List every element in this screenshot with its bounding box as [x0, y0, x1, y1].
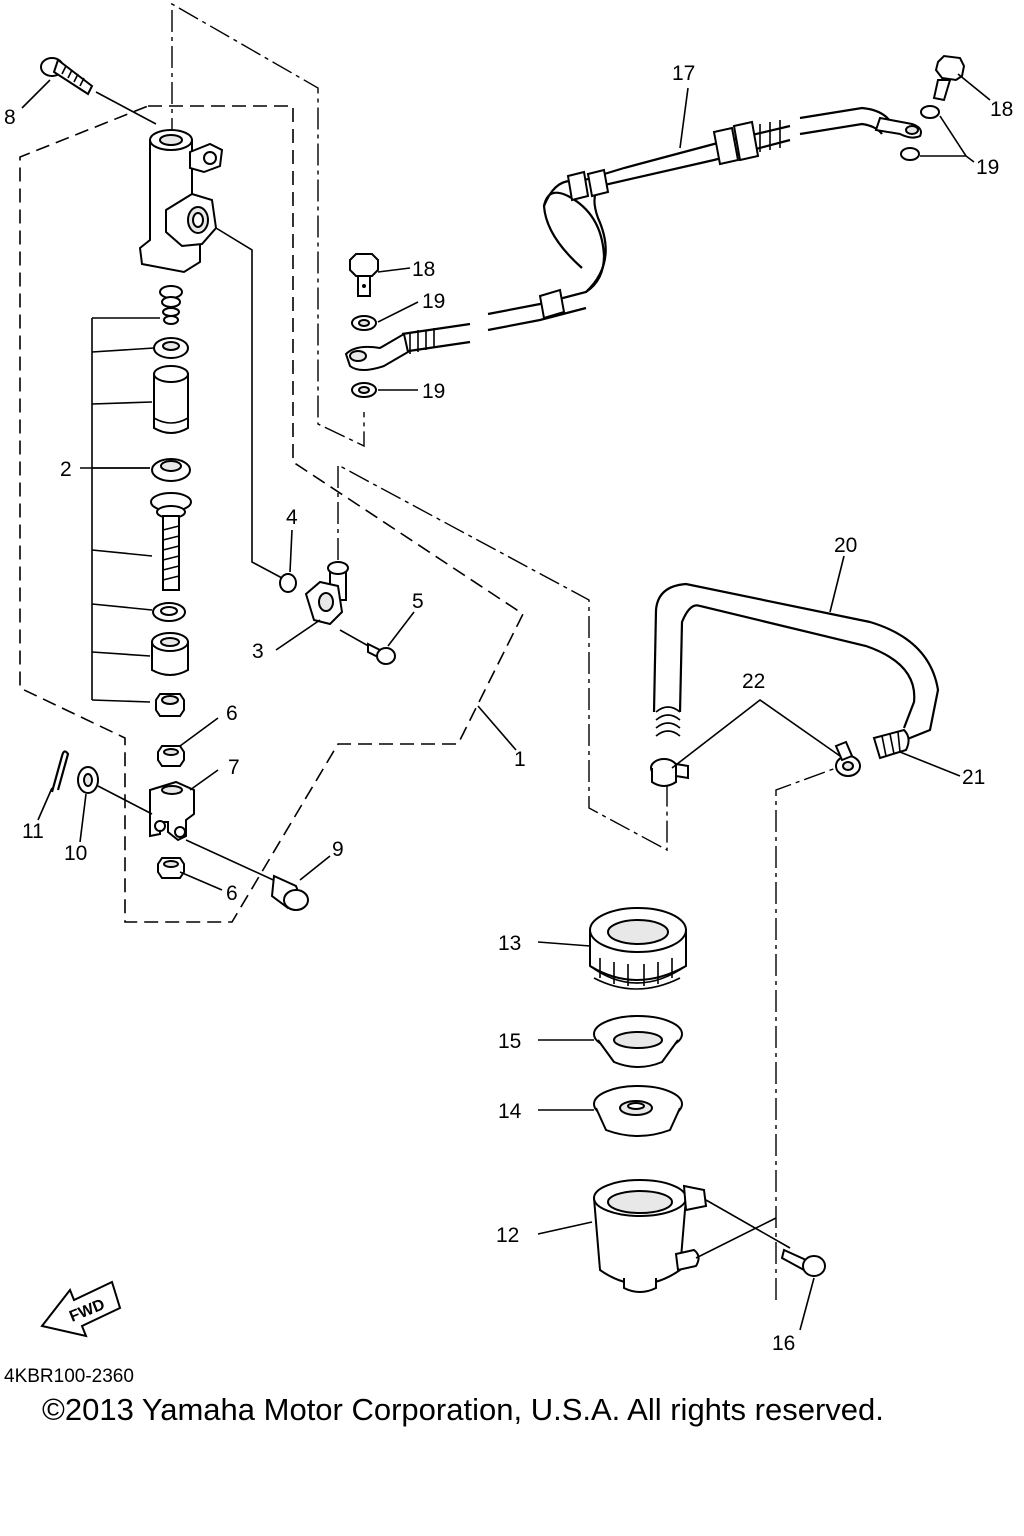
callout-19-b: 19 [422, 380, 445, 403]
diagram-reference-code: 4KBR100-2360 [4, 1366, 134, 1387]
callout-22: 22 [742, 670, 765, 693]
callout-3: 3 [252, 640, 264, 663]
pin-9 [185, 839, 309, 911]
callout-16: 16 [772, 1332, 795, 1355]
union-bolt-18-right [932, 54, 966, 102]
screw-16 [780, 1248, 826, 1277]
master-cylinder-body [138, 129, 224, 274]
copyright-notice: ©2013 Yamaha Motor Corporation, U.S.A. A… [42, 1392, 884, 1427]
callout-2: 2 [60, 458, 72, 481]
clevis-7 [149, 780, 195, 842]
nut-6-upper [157, 745, 185, 767]
callout-labels: 8 2 3 4 5 6 6 7 9 10 11 1 12 13 14 15 16… [4, 62, 1013, 1355]
cotter-pin-11 [50, 750, 70, 793]
callout-8: 8 [4, 106, 16, 129]
callout-13: 13 [498, 932, 521, 955]
callout-4: 4 [286, 506, 298, 529]
assembly-outline-1 [19, 105, 525, 923]
reservoir-cap-13 [589, 907, 687, 990]
washer-19-c [920, 105, 940, 119]
piston [153, 365, 189, 434]
hose-17 [344, 106, 922, 371]
center-lines [171, 2, 837, 1300]
callout-1: 1 [514, 748, 526, 771]
nut-6-lower [157, 857, 185, 879]
callout-12: 12 [496, 1224, 519, 1247]
hose-clamp-22-right [834, 740, 861, 777]
hose-end-21 [872, 728, 910, 760]
callout-5: 5 [412, 590, 424, 613]
o-ring-4 [279, 573, 297, 593]
callout-20: 20 [834, 534, 857, 557]
spring-cap [159, 285, 183, 325]
hose-joint-3 [304, 561, 373, 649]
reservoir-tank-12 [592, 1179, 791, 1293]
union-bolt-18-left [349, 253, 379, 297]
boot [151, 632, 189, 676]
washer-19-b-hole [358, 386, 370, 394]
callout-6-lower: 6 [226, 882, 238, 905]
callout-18-right: 18 [990, 98, 1013, 121]
fwd-arrow-icon: FWD [40, 1280, 122, 1338]
washer-10 [77, 766, 153, 815]
callout-11: 11 [22, 820, 44, 843]
callout-18-left: 18 [412, 258, 435, 281]
callout-14: 14 [498, 1100, 522, 1123]
piston-seal [151, 458, 191, 482]
push-rod [150, 492, 192, 591]
hose-clamp-22-left [650, 758, 689, 787]
callout-9: 9 [332, 838, 344, 861]
diaphragm-14 [593, 1085, 683, 1137]
callout-19-c: 19 [976, 156, 999, 179]
nut [155, 693, 185, 717]
circlip [152, 602, 186, 622]
bolt-8 [40, 57, 157, 125]
callout-19-a: 19 [422, 290, 445, 313]
callout-10: 10 [64, 842, 87, 865]
callout-15: 15 [498, 1030, 521, 1053]
washer-19-d [900, 147, 920, 161]
diaphragm-plate-15 [593, 1015, 683, 1068]
reservoir-hose-20 [652, 582, 940, 744]
callout-21: 21 [962, 766, 985, 789]
piston-kit-2 [91, 285, 192, 717]
screw-5 [367, 642, 396, 665]
cup-seal [153, 337, 189, 359]
washer-19-a-hole [358, 319, 370, 327]
callout-6-upper: 6 [226, 702, 238, 725]
callout-17: 17 [672, 62, 695, 85]
callout-7: 7 [228, 756, 240, 779]
leader-lines [21, 73, 991, 1331]
